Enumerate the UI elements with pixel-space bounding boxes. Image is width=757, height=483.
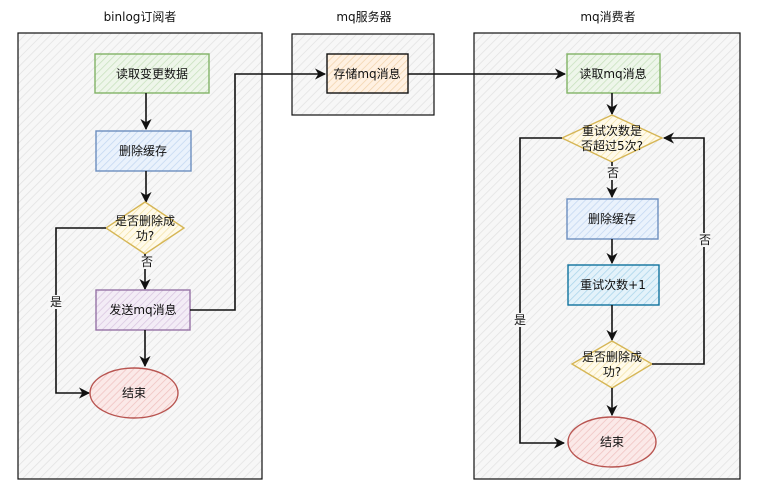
node-delete-cache-left-label: 删除缓存: [119, 143, 167, 158]
node-send-mq[interactable]: [95, 289, 191, 331]
retry-check-line2: 否超过5次?: [581, 138, 643, 153]
node-read-changes-label: 读取变更数据: [116, 66, 188, 81]
node-store-mq[interactable]: [326, 53, 409, 94]
node-end-right-label: 结束: [600, 435, 624, 449]
edge-label-no-left: 否: [141, 255, 153, 269]
lane-title-binlog-subscriber: binlog订阅者: [104, 10, 177, 24]
label-bg-no-right-loop: [697, 233, 711, 247]
lane-title-mq-server: mq服务器: [336, 9, 391, 24]
label-bg-no-right-top: [605, 166, 619, 180]
lane-mq-consumer: [473, 32, 741, 480]
node-delete-cache-right[interactable]: [566, 198, 659, 240]
lane-title-mq-consumer: mq消费者: [580, 10, 635, 24]
node-retry-increment-label: 重试次数+1: [580, 277, 646, 292]
node-read-mq-label: 读取mq消息: [579, 66, 646, 81]
edge-label-yes-right: 是: [514, 313, 526, 327]
node-end-left[interactable]: [89, 367, 179, 419]
node-retry-increment[interactable]: [567, 264, 660, 306]
decision-right-line1: 是否删除成: [582, 349, 642, 364]
node-delete-cache-left[interactable]: [95, 130, 192, 172]
decision-left-line1: 是否删除成: [115, 213, 175, 228]
edge-send-to-store: [190, 68, 327, 311]
edge-retry-to-end-yes: [519, 137, 566, 449]
edge-label-yes-left: 是: [50, 295, 62, 309]
edge-decision-loop-back: [652, 132, 705, 365]
edge-label-no-right-loop: 否: [699, 233, 711, 247]
decision-left-line2: 功?: [136, 229, 154, 243]
node-send-mq-label: 发送mq消息: [109, 302, 176, 317]
edge-decision-to-end-yes: [55, 227, 106, 399]
node-read-mq[interactable]: [566, 53, 661, 94]
node-store-mq-label: 存储mq消息: [333, 66, 400, 81]
label-bg-yes-left: [48, 295, 62, 309]
retry-check-line1: 重试次数是: [582, 123, 642, 138]
decision-right-line2: 功?: [603, 365, 621, 379]
node-read-changes[interactable]: [94, 53, 210, 94]
node-delete-cache-right-label: 删除缓存: [588, 211, 636, 226]
label-bg-yes-right: [512, 313, 526, 327]
label-bg-no-left: [139, 256, 153, 269]
edge-label-no-right-top: 否: [607, 166, 619, 180]
node-end-left-label: 结束: [122, 386, 146, 400]
node-end-right[interactable]: [567, 416, 657, 468]
